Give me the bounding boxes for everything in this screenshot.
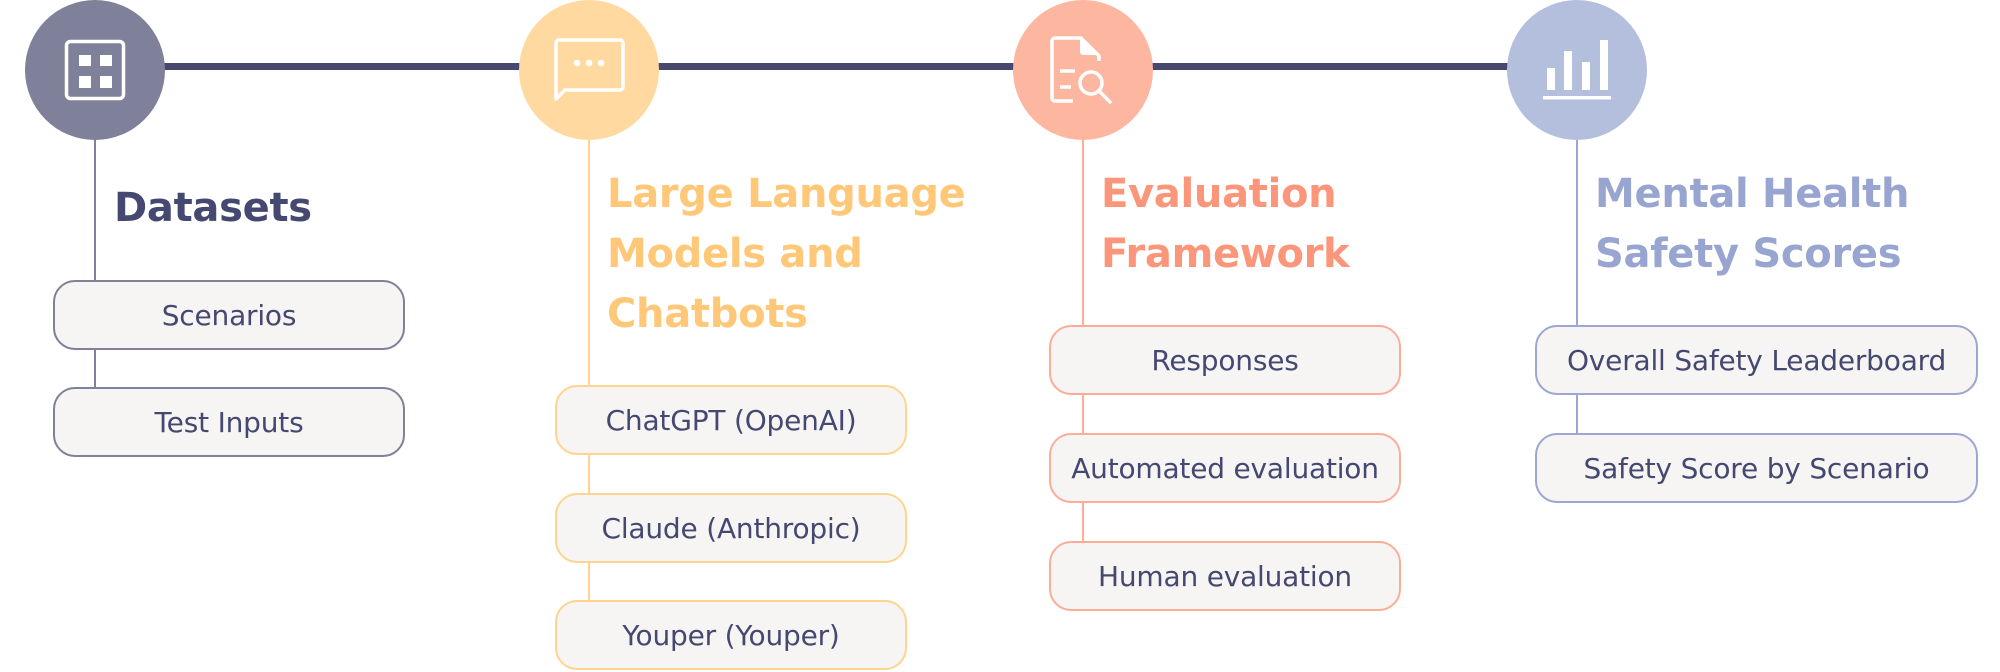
connector-line-2 (655, 63, 1020, 70)
title-line: Mental Health (1595, 171, 1910, 217)
item-label: Scenarios (161, 298, 297, 332)
stage-line (588, 140, 590, 610)
item-label: ChatGPT (OpenAI) (605, 403, 857, 437)
item-claude[interactable]: Claude (Anthropic) (555, 493, 907, 563)
item-youper[interactable]: Youper (Youper) (555, 600, 907, 670)
stage-circle (1507, 0, 1647, 140)
item-label: Overall Safety Leaderboard (1566, 343, 1947, 377)
item-test-inputs[interactable]: Test Inputs (53, 387, 405, 457)
item-label: Responses (1151, 343, 1299, 377)
stage-title: Mental Health Safety Scores (1595, 164, 1909, 284)
title-line: Safety Scores (1595, 231, 1902, 277)
grid-icon (64, 39, 126, 101)
title-line: Datasets (114, 185, 312, 231)
item-responses[interactable]: Responses (1049, 325, 1401, 395)
connector-line-3 (1150, 63, 1512, 70)
stage-line (1576, 140, 1578, 440)
title-line: Evaluation (1101, 171, 1337, 217)
stage-title: Evaluation Framework (1101, 164, 1350, 284)
item-automated-evaluation[interactable]: Automated evaluation (1049, 433, 1401, 503)
chat-bubble-icon (554, 38, 625, 101)
stage-circle (1013, 0, 1153, 140)
item-label: Youper (Youper) (622, 618, 840, 652)
item-label: Claude (Anthropic) (601, 511, 861, 545)
connector-line-1 (160, 63, 525, 70)
title-line: Chatbots (607, 291, 808, 337)
item-label: Safety Score by Scenario (1583, 451, 1930, 485)
item-label: Automated evaluation (1071, 451, 1379, 485)
item-safety-score-by-scenario[interactable]: Safety Score by Scenario (1535, 433, 1978, 503)
stage-circle (519, 0, 659, 140)
title-line: Models and (607, 231, 863, 277)
stage-line (94, 140, 96, 390)
item-overall-safety-leaderboard[interactable]: Overall Safety Leaderboard (1535, 325, 1978, 395)
item-label: Human evaluation (1098, 559, 1352, 593)
title-line: Framework (1101, 231, 1350, 277)
title-line: Large Language (607, 171, 966, 217)
stage-title: Datasets (114, 178, 312, 238)
item-human-evaluation[interactable]: Human evaluation (1049, 541, 1401, 611)
stage-circle (25, 0, 165, 140)
item-chatgpt[interactable]: ChatGPT (OpenAI) (555, 385, 907, 455)
item-scenarios[interactable]: Scenarios (53, 280, 405, 350)
document-search-icon (1050, 36, 1112, 104)
bar-chart-icon (1543, 40, 1611, 100)
stage-title: Large Language Models and Chatbots (607, 164, 966, 344)
item-label: Test Inputs (154, 405, 304, 439)
